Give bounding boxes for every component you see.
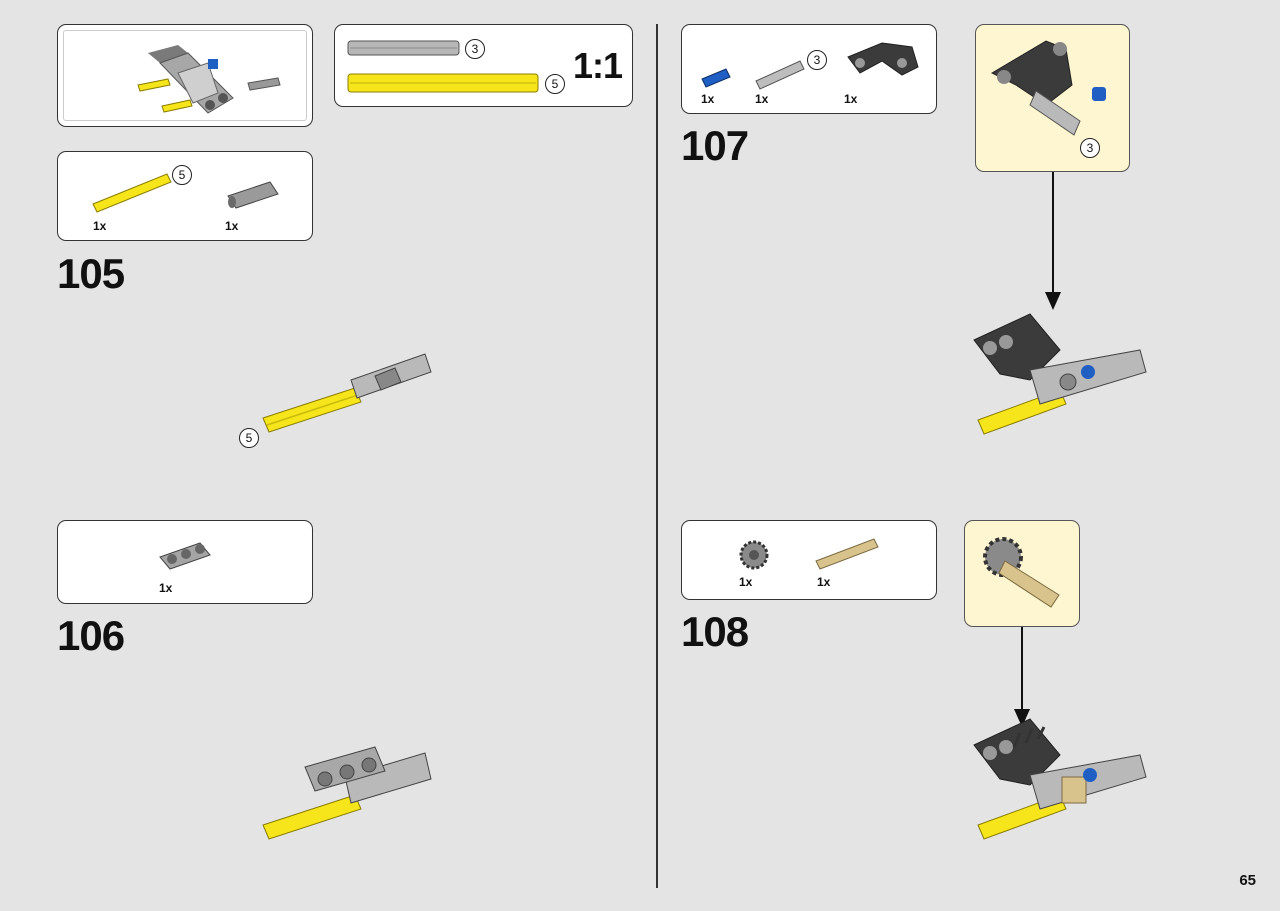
subassembly-model-icon [137,45,281,114]
part-qty: 1x [817,575,831,589]
length-callout-5: 5 [172,165,192,185]
step-106-parts-list: 1x [57,520,313,604]
axle-connector-icon [227,181,279,209]
yellow-axle-5-icon [347,73,539,93]
gear-12-tooth-icon [739,540,769,570]
beam-3-hole-icon [159,542,211,570]
length-callout-5: 5 [545,74,565,94]
step-106-model-icon [262,746,432,840]
length-callout-5: 5 [239,428,259,448]
step-107-parts-list: 3 1x 1x 1x [681,24,937,114]
gray-axle-3-icon [755,60,805,90]
step-108-parts-list: 1x 1x [681,520,937,600]
step-number-106: 106 [57,612,125,659]
subassembly-preview [57,24,313,127]
yellow-axle-5-icon [92,173,172,213]
arrow-107 [1045,172,1061,310]
arrow-108 [1014,627,1030,727]
gear-axle-assembly-icon [983,537,1060,608]
step-107-callout: 3 [975,24,1130,172]
bent-liftarm-icon [847,42,919,76]
part-qty: 1x [159,581,173,595]
length-callout-3: 3 [1080,138,1100,158]
part-qty: 1x [755,92,769,106]
step-105-parts-list: 5 1x 1x [57,151,313,241]
part-qty: 1x [739,575,753,589]
liftarm-pin-assembly-icon [990,40,1106,136]
step-107-model-icon [973,313,1147,435]
part-qty: 1x [225,219,239,233]
blue-pin-icon [701,68,731,88]
page-divider [656,24,658,888]
gray-axle-3-icon [347,40,460,56]
step-108-model-icon [973,718,1147,840]
scale-ruler: 3 5 1:1 [334,24,633,107]
step-105-model-icon [262,353,432,433]
step-number-108: 108 [681,608,749,655]
scale-label: 1:1 [572,45,623,86]
page-number: 65 [1239,872,1256,889]
step-number-105: 105 [57,250,125,297]
step-number-107: 107 [681,122,749,169]
part-qty: 1x [701,92,715,106]
length-callout-3: 3 [807,50,827,70]
step-108-callout [964,520,1080,627]
part-qty: 1x [844,92,858,106]
length-callout-3: 3 [465,39,485,59]
tan-axle-icon [815,538,879,570]
part-qty: 1x [93,219,107,233]
